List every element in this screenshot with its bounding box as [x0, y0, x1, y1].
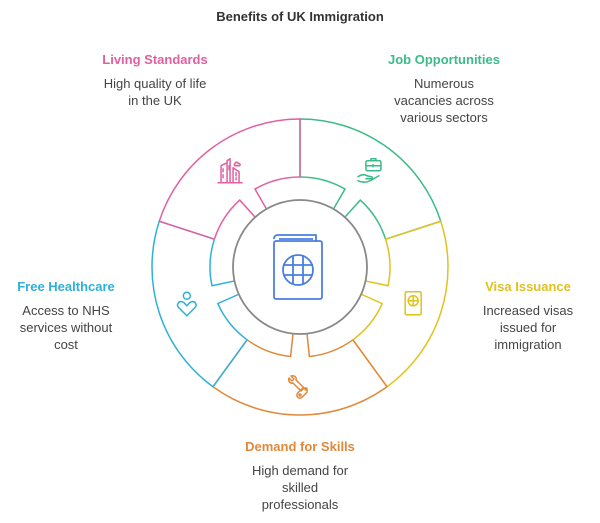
inner-tab-living	[253, 176, 301, 210]
segment-outline-living	[158, 118, 301, 240]
segment-label-living: Living Standards High quality of life in …	[70, 52, 240, 109]
heart-person-icon	[176, 291, 197, 317]
segment-desc-line: cost	[54, 337, 78, 352]
briefcase-hand-icon	[357, 157, 382, 183]
segment-title: Living Standards	[102, 52, 208, 67]
segment-desc-line: professionals	[261, 497, 339, 512]
segment-outline-health	[151, 220, 248, 388]
segment-outline-job	[299, 118, 442, 240]
segment-label-visa: Visa Issuance Increased visas issued for i…	[443, 279, 600, 353]
inner-tab-skills	[306, 333, 354, 358]
passport-document-icon	[404, 291, 422, 316]
segment-desc-line: vacancies across	[394, 93, 494, 108]
tools-icon	[288, 375, 308, 399]
segment-desc-line: various sectors	[400, 110, 488, 125]
segment-desc-line: immigration	[494, 337, 562, 352]
segment-title: Job Opportunities	[388, 52, 500, 67]
segment-outline-visa	[352, 220, 449, 388]
segment-desc-line: issued for	[499, 320, 557, 335]
segment-desc-line: Increased visas	[482, 303, 574, 318]
diagram-title: Benefits of UK Immigration	[216, 9, 384, 24]
inner-tab-health	[209, 238, 235, 287]
inner-tab-job	[299, 176, 347, 210]
inner-tab-living	[213, 199, 256, 240]
inner-tab-health	[216, 293, 248, 341]
center-circle	[232, 199, 368, 335]
segment-title: Visa Issuance	[485, 279, 571, 294]
segment-desc-line: in the UK	[128, 93, 182, 108]
segment-desc-line: High demand for	[251, 463, 349, 478]
segment-label-skills: Demand for Skills High demand for skilled…	[215, 439, 385, 513]
segment-desc-line: Access to NHS	[22, 303, 110, 318]
inner-tab-visa	[352, 293, 384, 341]
inner-tab-job	[344, 199, 387, 240]
segment-label-health: Free Healthcare Access to NHS services wi…	[0, 279, 151, 353]
segment-title: Demand for Skills	[245, 439, 355, 454]
inner-tab-skills	[246, 333, 294, 358]
inner-tab-visa	[365, 238, 391, 287]
segment-desc-line: Numerous	[414, 76, 474, 91]
city-buildings-icon	[217, 157, 243, 184]
segment-desc-line: services without	[19, 320, 113, 335]
segment-title: Free Healthcare	[17, 279, 115, 294]
segment-desc-line: skilled	[281, 480, 319, 495]
segment-desc-line: High quality of life	[103, 76, 207, 91]
segment-outline-skills	[211, 339, 389, 416]
passport-icon	[273, 234, 323, 300]
segment-label-job: Job Opportunities Numerous vacancies acro…	[359, 52, 529, 126]
